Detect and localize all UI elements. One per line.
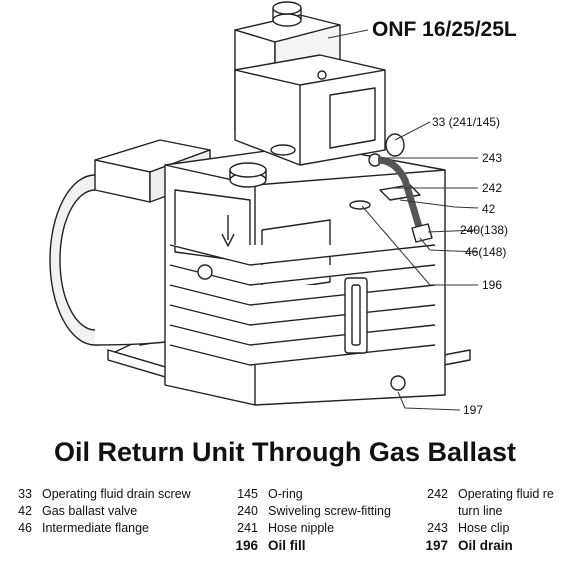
callout-33: 33 (241/145)	[432, 115, 501, 129]
return-hose	[377, 156, 424, 232]
pump-body	[164, 144, 446, 406]
callout-243: 243	[482, 151, 503, 165]
callout-42: 42	[482, 202, 496, 216]
oil-return-unit	[234, 1, 405, 167]
pump-diagram: ONF 16/25/25L 33 (241/145) 243 242 42 24…	[49, 1, 517, 417]
pump-illustration	[49, 1, 479, 411]
callout-197: 197	[463, 403, 484, 417]
callout-196: 196	[482, 278, 503, 292]
callout-46: 46(148)	[465, 245, 507, 259]
legend-item: turn line	[458, 504, 503, 518]
diagram-title: Oil Return Unit Through Gas Ballast	[53, 437, 517, 467]
callout-240: 240(138)	[460, 223, 509, 237]
leader-lines	[327, 29, 479, 411]
callout-242: 242	[482, 181, 503, 195]
model-label: ONF 16/25/25L	[372, 18, 517, 41]
hose-fitting	[411, 223, 433, 243]
